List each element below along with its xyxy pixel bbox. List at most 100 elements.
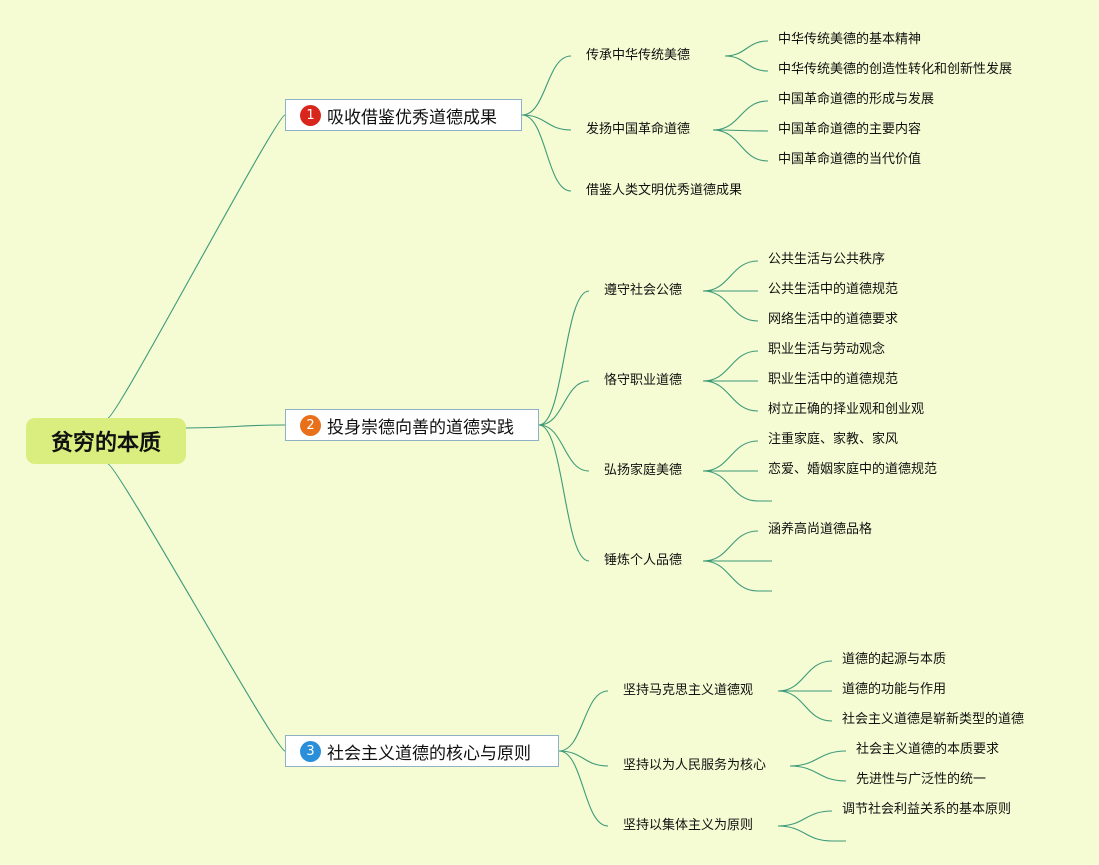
leaf-line-2-2-3	[702, 380, 759, 412]
leaf-line-2-3-3	[702, 470, 759, 502]
branch-1-sub-3-line	[521, 114, 572, 192]
leaf-2-2-2[interactable]: 职业生活中的道德规范	[768, 372, 898, 388]
branch-2-title: 投身崇德向善的道德实践	[327, 417, 514, 438]
leaf-1-2-2[interactable]: 中国革命道德的主要内容	[778, 122, 921, 138]
leaf-2-1-2-label: 公共生活中的道德规范	[768, 282, 899, 297]
leaf-3-2-2[interactable]: 先进性与广泛性的统一	[856, 772, 986, 788]
leaf-line-3-1-3	[777, 690, 833, 722]
branch-1-title: 吸收借鉴优秀道德成果	[327, 107, 497, 128]
leaf-2-1-1[interactable]: 公共生活与公共秩序	[768, 252, 885, 268]
subtopic-1-1[interactable]: 传承中华传统美德	[586, 48, 690, 64]
subtopic-3-1-label: 坚持马克思主义道德观	[623, 683, 754, 698]
leaf-line-3-3-2	[777, 825, 833, 842]
number-badge-icon: 3	[300, 740, 321, 762]
subtopic-3-1[interactable]: 坚持马克思主义道德观	[623, 683, 753, 699]
branch-3-topic[interactable]: 3 社会主义道德的核心与原则	[285, 735, 559, 767]
branch-2-topic[interactable]: 2 投身崇德向善的道德实践	[285, 409, 539, 441]
subtopic-3-2-label: 坚持以为人民服务为核心	[623, 758, 767, 773]
root-to-branch-1-line	[107, 114, 286, 419]
leaf-2-1-3-label: 网络生活中的道德要求	[768, 312, 899, 327]
leaf-1-2-2-label: 中国革命道德的主要内容	[778, 122, 922, 137]
root-topic-label: 贫穷的本质	[50, 431, 161, 456]
branch-1-topic[interactable]: 1 吸收借鉴优秀道德成果	[285, 99, 522, 131]
leaf-line-1-1-1	[724, 40, 769, 57]
leaf-2-4-1-label: 涵养高尚道德品格	[768, 522, 873, 537]
branch-3-sub-2-line	[558, 750, 609, 767]
leaf-line-2-4-1	[702, 530, 759, 562]
subtopic-2-4[interactable]: 锤炼个人品德	[604, 553, 682, 569]
number-badge-icon: 2	[300, 414, 321, 436]
leaf-1-1-2[interactable]: 中华传统美德的创造性转化和创新性发展	[778, 62, 1012, 78]
branch-2-sub-2-line	[538, 380, 590, 426]
leaf-2-3-2-label: 恋爱、婚姻家庭中的道德规范	[768, 462, 938, 477]
leaf-line-1-2-3	[712, 129, 769, 162]
subtopic-2-1[interactable]: 遵守社会公德	[604, 283, 682, 299]
leaf-3-1-3-label: 社会主义道德是崭新类型的道德	[842, 712, 1025, 727]
leaf-3-2-1-label: 社会主义道德的本质要求	[856, 742, 1000, 757]
subtopic-1-1-label: 传承中华传统美德	[586, 48, 691, 63]
subtopic-2-2[interactable]: 恪守职业道德	[604, 373, 682, 389]
branch-1-sub-1-line	[521, 55, 572, 116]
leaf-line-3-2-2	[789, 765, 847, 782]
leaf-line-1-1-2	[724, 55, 769, 72]
leaf-line-2-2-1	[702, 350, 759, 382]
leaf-1-2-1-label: 中国革命道德的形成与发展	[778, 92, 935, 107]
leaf-2-1-3[interactable]: 网络生活中的道德要求	[768, 312, 898, 328]
root-topic[interactable]: 贫穷的本质	[26, 418, 186, 464]
leaf-2-2-3-label: 树立正确的择业观和创业观	[768, 402, 925, 417]
leaf-3-1-2[interactable]: 道德的功能与作用	[842, 682, 946, 698]
leaf-2-4-1[interactable]: 涵养高尚道德品格	[768, 522, 872, 538]
root-to-branch-2-line	[185, 424, 286, 429]
leaf-3-1-2-label: 道德的功能与作用	[842, 682, 947, 697]
leaf-1-2-3-label: 中国革命道德的当代价值	[778, 152, 922, 167]
subtopic-1-3[interactable]: 借鉴人类文明优秀道德成果	[586, 183, 742, 199]
leaf-line-2-3-1	[702, 440, 759, 472]
branch-3-sub-1-line	[558, 690, 609, 752]
leaf-2-3-1-label: 注重家庭、家教、家风	[768, 432, 899, 447]
leaf-3-2-1[interactable]: 社会主义道德的本质要求	[856, 742, 999, 758]
subtopic-1-3-label: 借鉴人类文明优秀道德成果	[586, 183, 743, 198]
leaf-1-2-1[interactable]: 中国革命道德的形成与发展	[778, 92, 934, 108]
leaf-line-2-4-3	[702, 560, 759, 592]
subtopic-3-2[interactable]: 坚持以为人民服务为核心	[623, 758, 766, 774]
leaf-3-3-1[interactable]: 调节社会利益关系的基本原则	[842, 802, 1011, 818]
subtopic-2-3-label: 弘扬家庭美德	[604, 463, 683, 478]
number-badge-icon: 1	[300, 104, 321, 126]
subtopic-3-3-label: 坚持以集体主义为原则	[623, 818, 754, 833]
leaf-line-3-3-1	[777, 810, 833, 827]
subtopic-2-2-label: 恪守职业道德	[604, 373, 683, 388]
leaf-2-3-1[interactable]: 注重家庭、家教、家风	[768, 432, 898, 448]
leaf-2-1-1-label: 公共生活与公共秩序	[768, 252, 886, 267]
leaf-3-1-1[interactable]: 道德的起源与本质	[842, 652, 946, 668]
leaf-line-3-1-1	[777, 660, 833, 692]
leaf-2-2-1-label: 职业生活与劳动观念	[768, 342, 886, 357]
subtopic-2-4-label: 锤炼个人品德	[604, 553, 683, 568]
leaf-2-1-2[interactable]: 公共生活中的道德规范	[768, 282, 898, 298]
leaf-3-1-1-label: 道德的起源与本质	[842, 652, 947, 667]
leaf-1-2-3[interactable]: 中国革命道德的当代价值	[778, 152, 921, 168]
leaf-3-1-3[interactable]: 社会主义道德是崭新类型的道德	[842, 712, 1024, 728]
subtopic-2-3[interactable]: 弘扬家庭美德	[604, 463, 682, 479]
leaf-1-1-1[interactable]: 中华传统美德的基本精神	[778, 32, 921, 48]
leaf-2-2-1[interactable]: 职业生活与劳动观念	[768, 342, 885, 358]
branch-1-sub-2-line	[521, 114, 572, 131]
leaf-2-2-3[interactable]: 树立正确的择业观和创业观	[768, 402, 924, 418]
leaf-line-3-2-1	[789, 750, 847, 767]
leaf-2-3-2[interactable]: 恋爱、婚姻家庭中的道德规范	[768, 462, 937, 478]
leaf-line-2-1-3	[702, 290, 759, 322]
leaf-1-1-2-label: 中华传统美德的创造性转化和创新性发展	[778, 62, 1013, 77]
subtopic-1-2[interactable]: 发扬中国革命道德	[586, 122, 690, 138]
branch-2-sub-1-line	[538, 290, 590, 426]
branch-3-sub-3-line	[558, 750, 609, 827]
subtopic-3-3[interactable]: 坚持以集体主义为原则	[623, 818, 753, 834]
leaf-line-1-2-1	[712, 100, 769, 131]
leaf-1-1-1-label: 中华传统美德的基本精神	[778, 32, 922, 47]
branch-3-title: 社会主义道德的核心与原则	[327, 743, 531, 764]
root-to-branch-3-line	[107, 463, 286, 752]
branch-2-sub-3-line	[538, 424, 590, 472]
leaf-2-2-2-label: 职业生活中的道德规范	[768, 372, 899, 387]
leaf-3-3-1-label: 调节社会利益关系的基本原则	[842, 802, 1012, 817]
branch-2-sub-4-line	[538, 424, 590, 562]
leaf-line-2-1-1	[702, 260, 759, 292]
